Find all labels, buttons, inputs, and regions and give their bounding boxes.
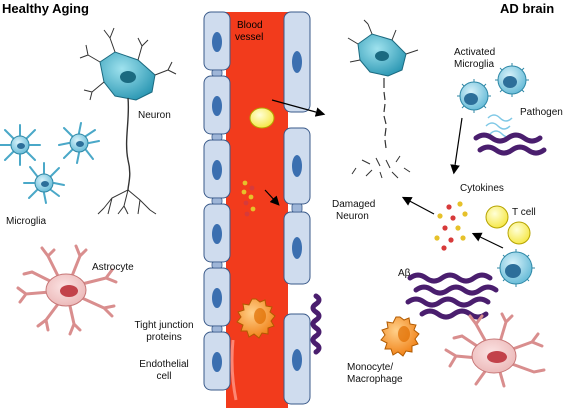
- label-monocyte-2: Macrophage: [347, 374, 403, 385]
- blood-vessel: [226, 12, 288, 408]
- monocyte-macrophage: [380, 316, 420, 357]
- label-t-cell: T cell: [512, 207, 536, 218]
- title-ad-brain: AD brain: [500, 1, 555, 16]
- abeta-plaques: [405, 272, 499, 320]
- pathogen: [473, 114, 547, 156]
- t-cells: [485, 205, 531, 245]
- label-cytokines: Cytokines: [460, 183, 504, 194]
- arrow-microglia-to-cytokines: [450, 117, 463, 175]
- arrow-cytokines-to-neuron: [401, 196, 435, 215]
- label-microglia: Microglia: [6, 216, 47, 227]
- label-activated-microglia-2: Microglia: [454, 59, 495, 70]
- label-endothelial-2: cell: [156, 371, 172, 382]
- label-astrocyte: Astrocyte: [92, 262, 134, 273]
- label-endothelial-1: Endothelial: [139, 359, 189, 370]
- healthy-neuron: [79, 27, 177, 215]
- astrocyte-healthy: [16, 244, 118, 336]
- activated-microglia: [457, 63, 529, 113]
- microglia-resting: [0, 122, 100, 204]
- label-tight-junction-1: Tight junction: [134, 320, 194, 331]
- microglia-ad-lower: [497, 249, 535, 287]
- label-pathogen: Pathogen: [520, 107, 563, 118]
- label-monocyte-1: Monocyte/: [347, 362, 394, 373]
- arrow-vessel-to-brain: [271, 99, 326, 117]
- label-neuron: Neuron: [138, 110, 171, 121]
- endothelial-column-right: [283, 11, 311, 405]
- label-tight-junction-2: proteins: [146, 332, 182, 343]
- cytokines-in-vessel: [241, 180, 280, 217]
- label-damaged-neuron-2: Neuron: [336, 211, 369, 222]
- cytokines-cluster: [434, 201, 468, 251]
- label-blood-vessel-1: Blood: [237, 20, 263, 31]
- arrow-tcell-to-cytokines: [471, 232, 504, 249]
- endothelial-column-left: [203, 11, 231, 391]
- damaged-neuron: [347, 19, 419, 179]
- monocyte-in-vessel: [236, 298, 276, 339]
- label-abeta: Aβ: [398, 268, 411, 279]
- label-activated-microglia-1: Activated: [454, 47, 496, 58]
- title-healthy-aging: Healthy Aging: [2, 1, 89, 16]
- abeta-strand-vessel: [310, 293, 322, 355]
- label-blood-vessel-2: vessel: [235, 32, 264, 43]
- astrocyte-reactive: [444, 312, 546, 388]
- label-damaged-neuron-1: Damaged: [332, 199, 376, 210]
- t-cell-in-vessel: [249, 107, 275, 129]
